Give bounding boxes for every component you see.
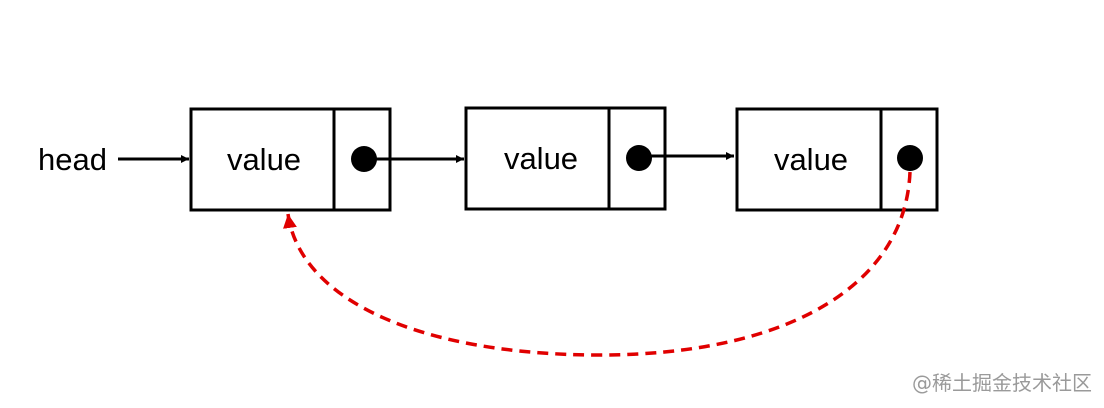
list-node-1: value <box>189 107 392 212</box>
list-node-3: value <box>735 107 939 212</box>
node-3-pointer-dot <box>897 145 923 171</box>
node-2-pointer-dot <box>626 145 652 171</box>
node-2-value-label: value <box>504 141 578 176</box>
node-1-value-label: value <box>227 142 301 177</box>
node-3-value-label: value <box>774 142 848 177</box>
node-2-value-cell <box>464 106 611 211</box>
node-1-pointer-dot <box>351 146 377 172</box>
watermark-logo: @稀土掘金技术社区 <box>912 371 1092 395</box>
list-node-2: value <box>464 106 667 211</box>
circular-back-link-arrow <box>283 171 912 357</box>
node-3-value-cell <box>735 107 883 212</box>
head-label: head <box>38 142 107 177</box>
